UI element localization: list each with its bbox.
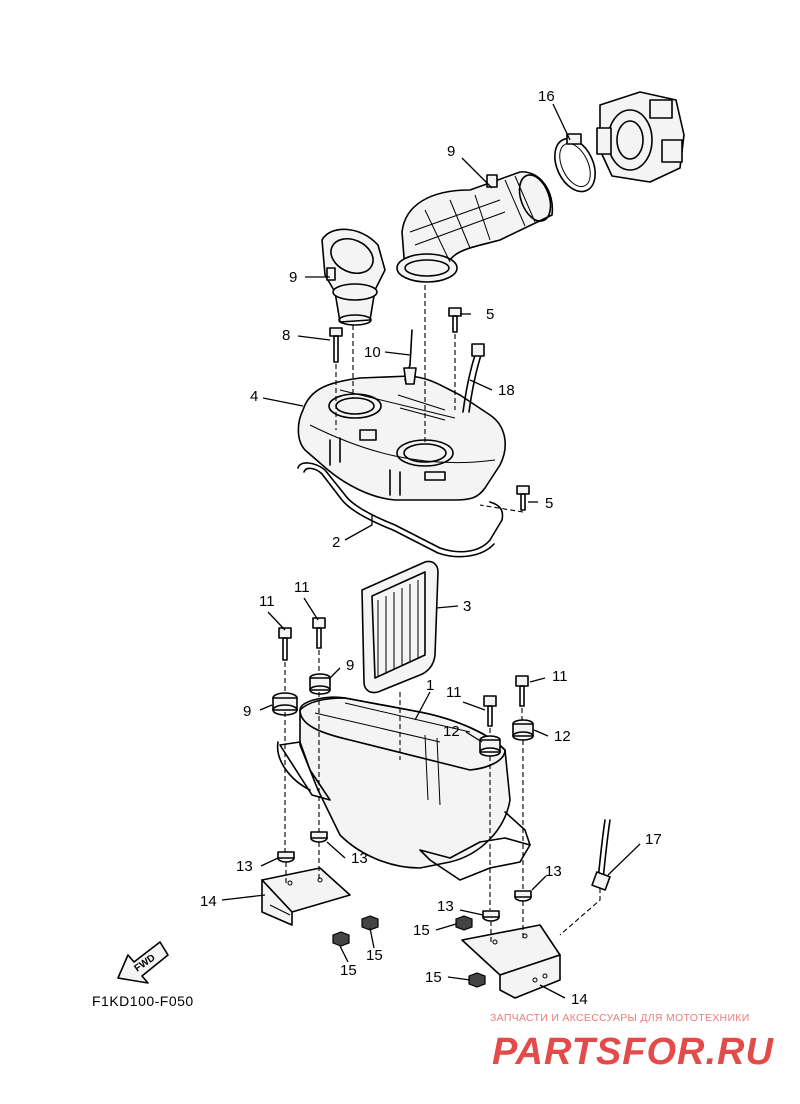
drawing-code: F1KD100-F050: [92, 993, 194, 1009]
callout-13-d: 13: [437, 898, 454, 915]
watermark-logo: PARTSFOR.RU: [492, 1031, 774, 1073]
callout-18: 18: [498, 382, 515, 399]
callout-6: 8: [282, 327, 290, 344]
fwd-arrow-icon: FWD: [117, 941, 169, 984]
callout-13-c: 13: [545, 863, 562, 880]
callout-5-upper: 5: [486, 306, 494, 323]
air-cleaner-case[interactable]: [276, 696, 531, 881]
air-filter-element[interactable]: [361, 560, 439, 694]
callout-11-b: 11: [294, 579, 310, 596]
intake-joint-hose[interactable]: [396, 171, 556, 283]
callout-15-b: 15: [366, 947, 383, 964]
collars-13[interactable]: [277, 831, 532, 922]
bolt-5-lower[interactable]: [516, 485, 530, 511]
callout-14-b: 14: [571, 991, 588, 1008]
bolt-5-upper[interactable]: [448, 307, 462, 333]
callout-2: 2: [332, 534, 340, 551]
damper-9-left[interactable]: [272, 692, 298, 716]
leader-lines: [221, 103, 641, 999]
bolts-11[interactable]: [278, 617, 529, 727]
watermark-logo-text: PARTSFOR.RU: [492, 1031, 774, 1073]
callout-11-c: 11: [446, 684, 462, 701]
damper-12-right[interactable]: [512, 719, 534, 741]
callout-13-b: 13: [351, 850, 368, 867]
callout-11-a: 11: [259, 593, 275, 610]
nuts-15[interactable]: [332, 915, 486, 988]
cable-tie-17[interactable]: [591, 819, 611, 891]
assembly-lines: [284, 285, 601, 945]
callout-15-a: 15: [340, 962, 357, 979]
air-cleaner-gasket[interactable]: [297, 462, 504, 558]
callout-15-d: 15: [425, 969, 442, 986]
callout-17: 17: [645, 831, 662, 848]
callout-9-b: 9: [243, 703, 251, 720]
throttle-body[interactable]: [596, 91, 685, 183]
clamp-strap-10[interactable]: [403, 329, 417, 385]
callout-5-lower: 5: [545, 495, 553, 512]
bracket-14-left[interactable]: [261, 867, 351, 926]
callout-11-d: 11: [552, 668, 568, 685]
air-cleaner-cap[interactable]: [297, 375, 506, 501]
callout-3: 4: [250, 388, 258, 405]
callout-13-a: 13: [236, 858, 253, 875]
callout-15-c: 15: [413, 922, 430, 939]
callout-12-b: 12: [554, 728, 571, 745]
callout-14-a: 14: [200, 893, 217, 910]
callout-4: 3: [463, 598, 471, 615]
bolt-6[interactable]: [329, 327, 343, 363]
callout-10: 10: [364, 344, 381, 361]
callout-1: 1: [426, 677, 434, 694]
intake-funnel[interactable]: [321, 228, 386, 326]
callout-7: 9: [289, 269, 297, 286]
watermark-tagline: ЗАПЧАСТИ И АКСЕССУАРЫ ДЛЯ МОТОТЕХНИКИ: [490, 1012, 750, 1024]
callout-12-a: 12: [443, 723, 460, 740]
hose-clamp-16[interactable]: [547, 132, 603, 198]
callout-16: 16: [538, 88, 555, 105]
callout-9-a: 9: [346, 657, 354, 674]
bracket-14-right[interactable]: [461, 924, 561, 999]
callout-numbers: 16 9 9 8 5 10 18 4 5 2 3 11 11 9 9 1 11 …: [200, 88, 662, 1008]
damper-9-right[interactable]: [309, 673, 331, 695]
band-18[interactable]: [462, 343, 485, 413]
callout-8: 9: [447, 143, 455, 160]
